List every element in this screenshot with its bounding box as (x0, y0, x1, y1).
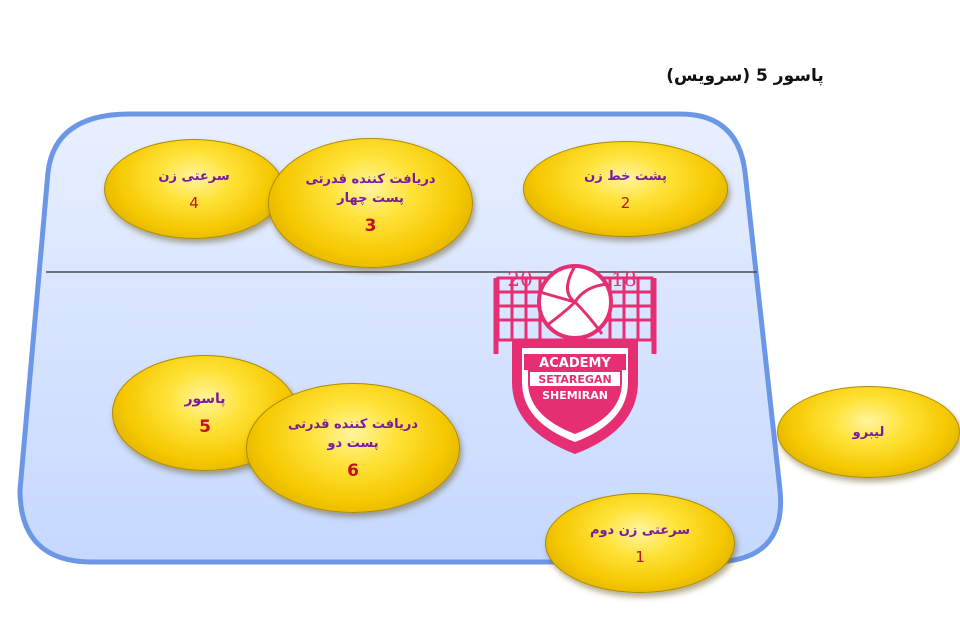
player-role: پاسور (184, 390, 226, 407)
player-role-line1: دریافت کننده قدرتی (287, 417, 419, 432)
player-number: 4 (189, 193, 199, 212)
player-number: 1 (635, 547, 645, 566)
player-position-2[interactable]: پشت خط زن 2 (523, 141, 728, 237)
player-role-line1: دریافت کننده قدرتی (305, 172, 436, 187)
player-number: 5 (199, 416, 211, 437)
logo-year-right: 18 (611, 267, 636, 291)
player-role: پشت خط زن (584, 168, 667, 184)
logo-setaregan-text: SETAREGAN (538, 373, 611, 386)
logo-year-left: 20 (507, 267, 532, 291)
player-position-6[interactable]: دریافت کننده قدرتی پست دو 6 (246, 383, 460, 513)
player-role: لیبرو (852, 424, 885, 440)
player-position-1[interactable]: سرعتی زن دوم 1 (545, 493, 735, 593)
academy-logo: ACADEMY SETAREGAN SHEMIRAN 20 18 (493, 264, 657, 454)
player-position-3[interactable]: دریافت کننده قدرتی پست چهار 3 (268, 138, 473, 268)
player-role-line2: پست دو (327, 436, 379, 451)
player-number: 3 (364, 216, 377, 236)
player-role-line2: پست چهار (337, 191, 404, 206)
logo-shemiran-text: SHEMIRAN (542, 389, 608, 402)
diagram-title: پاسور 5 (سرویس) (666, 66, 824, 86)
player-number: 2 (620, 193, 631, 212)
logo-academy-text: ACADEMY (539, 356, 611, 371)
player-role: سرعتی زن دوم (589, 522, 691, 538)
player-role: سرعتی زن (158, 168, 230, 184)
player-libero[interactable]: لیبرو (777, 386, 960, 478)
player-position-4[interactable]: سرعتی زن 4 (104, 139, 284, 239)
player-number: 6 (347, 461, 359, 481)
